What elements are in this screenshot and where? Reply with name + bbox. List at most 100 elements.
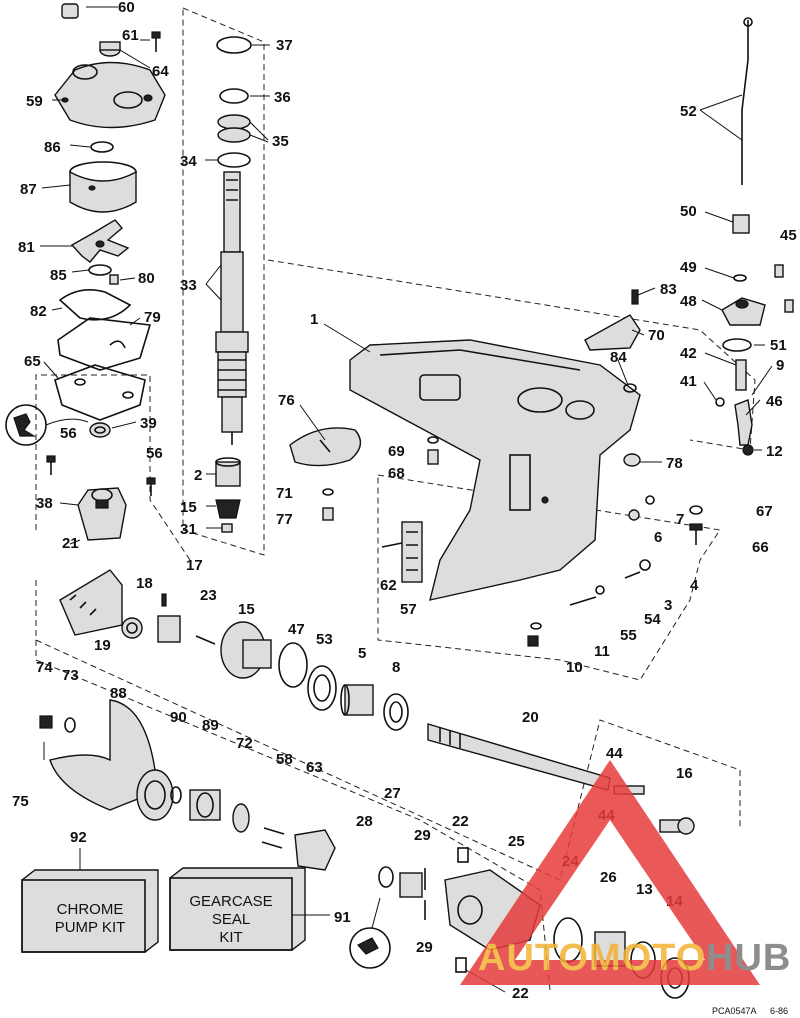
callout-10: 10 (566, 659, 583, 676)
part-88-propeller (49, 699, 174, 821)
part-39-seal (89, 422, 111, 438)
callout-70: 70 (648, 327, 665, 344)
callout-72: 72 (236, 735, 253, 752)
lower-group-boundary (377, 474, 721, 681)
callout-86: 86 (44, 139, 61, 156)
part-47-retainer (278, 642, 308, 688)
callout-60: 60 (118, 0, 135, 16)
callout-61: 61 (122, 27, 139, 44)
part-62-screw (381, 542, 403, 548)
part-55-screw (569, 596, 597, 606)
callout-59: 59 (26, 93, 43, 110)
part-37-o-ring (216, 36, 252, 54)
callout-2: 2 (194, 467, 202, 484)
callout-19: 19 (94, 637, 111, 654)
watermark-text-prefix: AUTOMOTO (478, 937, 706, 979)
part-74-nut (39, 715, 53, 729)
gear-group-boundary (35, 580, 741, 881)
part-36-washer (219, 88, 249, 104)
part-27-bearing (399, 872, 423, 898)
part-59-pump-housing (54, 61, 166, 129)
part-86-o-ring (90, 141, 114, 153)
part-22-clips (455, 847, 469, 973)
callout-67: 67 (756, 503, 773, 520)
callout-18: 18 (136, 575, 153, 592)
chrome-kit-label-line1: CHROME (57, 901, 124, 918)
part-2-bearing (215, 457, 241, 487)
pump-group-boundary (35, 374, 191, 561)
callout-76: 76 (278, 392, 295, 409)
part-31-nut (221, 523, 233, 533)
part-58-screws (261, 827, 285, 849)
callout-20: 20 (522, 709, 539, 726)
callout-27: 27 (384, 785, 401, 802)
part-72-washer (232, 803, 250, 833)
part-42-pin (735, 359, 747, 391)
seal-kit-label-line1: GEARCASE (189, 893, 272, 910)
callout-33: 33 (180, 277, 197, 294)
driveshaft-group-boundary (182, 7, 265, 556)
part-76-plate (289, 427, 362, 467)
part-34-washer (217, 152, 251, 168)
part-11-washer (530, 622, 542, 630)
callout-37: 37 (276, 37, 293, 54)
callout-31: 31 (180, 521, 197, 538)
callout-16: 16 (676, 765, 693, 782)
callout-79: 79 (144, 309, 161, 326)
callout-62: 62 (380, 577, 397, 594)
part-18-pin (161, 593, 167, 607)
part-38-housing (77, 487, 127, 541)
callout-35: 35 (272, 133, 289, 150)
callout-48: 48 (680, 293, 697, 310)
callout-28: 28 (356, 813, 373, 830)
callout-49: 49 (680, 259, 697, 276)
callout-15b: 15 (238, 601, 255, 618)
part-63-retainer (294, 829, 336, 871)
callout-69: 69 (388, 443, 405, 460)
part-49-o-ring (733, 274, 747, 282)
callout-74: 74 (36, 659, 53, 676)
callout-23: 23 (200, 587, 217, 604)
part-53-thrust-washer (307, 665, 337, 711)
part-84-washer (623, 383, 637, 393)
part-87-liner (69, 161, 137, 213)
part-33-driveshaft (215, 171, 249, 445)
part-3-screw (624, 571, 641, 579)
callout-22a: 22 (452, 813, 469, 830)
callout-51: 51 (770, 337, 787, 354)
callout-63: 63 (306, 759, 323, 776)
part-46-lever (734, 399, 753, 446)
callout-6: 6 (654, 529, 662, 546)
part-4-o-ring (639, 559, 651, 571)
part-8-seal (383, 693, 409, 731)
callout-47: 47 (288, 621, 305, 638)
callout-22b: 22 (512, 985, 529, 1002)
part-82-gasket (58, 289, 132, 321)
part-15-pinion (215, 499, 241, 519)
callout-85: 85 (50, 267, 67, 284)
callout-91: 91 (334, 909, 351, 926)
callout-87: 87 (20, 181, 37, 198)
callout-52: 52 (680, 103, 697, 120)
gearcase-seal-kit-box: GEARCASE SEAL KIT (169, 867, 306, 951)
callout-1: 1 (310, 311, 318, 328)
callout-46: 46 (766, 393, 783, 410)
part-61-screw (151, 31, 161, 52)
drawing-code: PCA0547A (712, 1006, 757, 1016)
callout-17: 17 (186, 557, 203, 574)
part-16-pin (677, 817, 695, 835)
part-65-gasket (54, 364, 146, 421)
callout-21: 21 (62, 535, 79, 552)
callout-83: 83 (660, 281, 677, 298)
chrome-kit-label-line2: PUMP KIT (55, 919, 126, 936)
callout-77: 77 (276, 511, 293, 528)
part-35-bearing (217, 114, 251, 143)
part-67-washer (689, 505, 703, 515)
part-1-gearcase (349, 339, 641, 601)
callout-3: 3 (664, 597, 672, 614)
callout-44a: 44 (606, 745, 623, 762)
part-28-o-ring (378, 866, 394, 888)
callout-90: 90 (170, 709, 187, 726)
callout-25: 25 (508, 833, 525, 850)
